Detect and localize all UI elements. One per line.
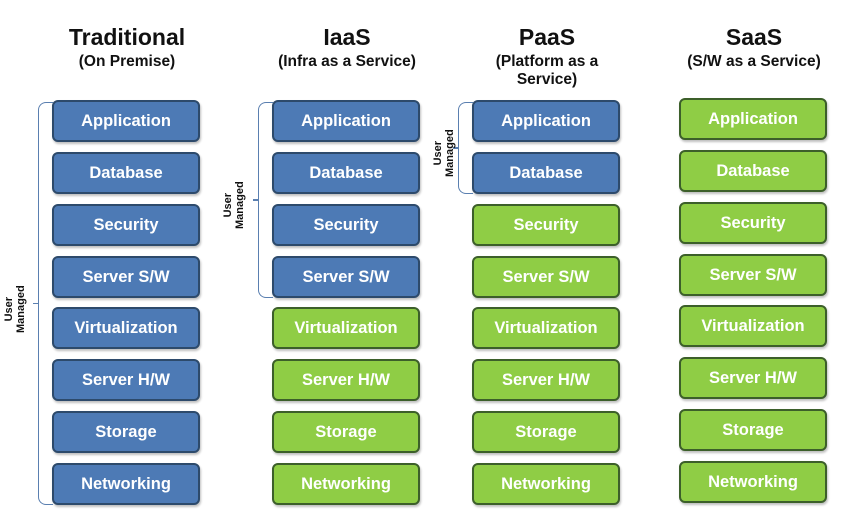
layer-box: Database [272,152,420,194]
layer-box: Server S/W [472,256,620,298]
layer-box: Server H/W [272,359,420,401]
bracket-label-line: Managed [234,181,246,229]
layer-box: Database [472,152,620,194]
layer-box: Virtualization [472,307,620,349]
column-title: PaaS [518,24,576,50]
layer-box: Server H/W [52,359,200,401]
column-subtitle: (Platform as a Service) [495,53,599,88]
layer-box: Application [472,100,620,142]
layer-box: Server S/W [679,254,827,296]
layer-box: Storage [472,411,620,453]
layer-box: Security [472,204,620,246]
layer-box: Storage [679,409,827,451]
layer-box: Server H/W [472,359,620,401]
layer-box: Networking [472,463,620,505]
user-managed-bracket [38,102,53,505]
layer-box: Database [52,152,200,194]
column-subtitle: (On Premise) [78,53,176,70]
layer-box: Application [272,100,420,142]
bracket-label-line: User [3,296,15,321]
bracket-tip [253,199,259,201]
bracket-tip [33,302,39,304]
bracket-label-line: Managed [444,129,456,177]
layer-box: Server S/W [272,256,420,298]
layer-box: Database [679,150,827,192]
column-title: IaaS [323,24,371,50]
bracket-label-line: User [222,192,234,218]
layer-box: Virtualization [52,307,200,349]
column-title: Traditional [68,24,186,50]
layer-box: Networking [679,461,827,503]
layer-box: Networking [52,463,200,505]
user-managed-bracket [258,102,273,298]
column-title: SaaS [725,24,783,50]
column-subtitle: (S/W as a Service) [687,53,821,70]
layer-box: Security [679,202,827,244]
layer-box: Server H/W [679,357,827,399]
layer-box: Storage [272,411,420,453]
bracket-label-line: User [432,140,444,166]
layer-box: Virtualization [272,307,420,349]
bracket-tip [453,147,459,149]
layer-box: Server S/W [52,256,200,298]
layer-box: Virtualization [679,305,827,347]
user-managed-bracket [458,102,473,194]
bracket-label-line: Managed [15,284,27,333]
layer-box: Application [679,98,827,140]
layer-box: Networking [272,463,420,505]
layer-box: Security [52,204,200,246]
layer-box: Application [52,100,200,142]
layer-box: Storage [52,411,200,453]
column-subtitle: (Infra as a Service) [278,53,416,70]
layer-box: Security [272,204,420,246]
